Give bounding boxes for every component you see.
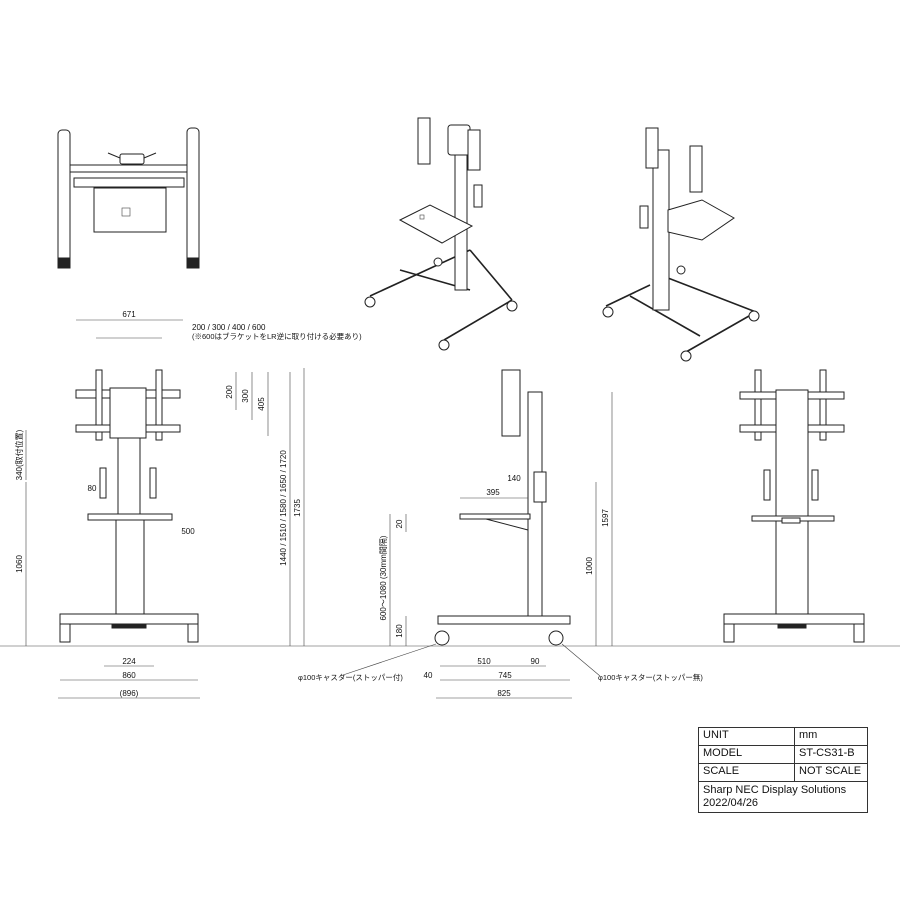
dim-300: 300 [241,389,250,403]
dim-671: 671 [122,310,136,319]
caster-without-stopper-label: φ100キャスター(ストッパー無) [598,672,703,682]
caster-with-stopper-label: φ100キャスター(ストッパー付) [298,672,403,682]
dim-hole-note: (※600はブラケットをLR逆に取り付ける必要あり) [192,331,362,341]
dim-896: (896) [120,689,139,698]
model-value: ST-CS31-B [799,747,855,759]
title-footer: Sharp NEC Display Solutions 2022/04/26 [699,782,867,812]
dim-200: 200 [225,385,234,399]
dim-40: 40 [424,671,433,680]
dim-1735: 1735 [293,499,302,517]
dim-1000: 1000 [585,557,594,575]
dim-745: 745 [498,671,512,680]
dim-340: 340(取付位置) [14,429,24,480]
dim-1597: 1597 [601,509,610,527]
dim-825: 825 [497,689,511,698]
scale-label: SCALE [699,764,795,781]
rear-view [723,369,865,643]
dim-510: 510 [477,657,491,666]
drawing-date: 2022/04/26 [703,797,759,809]
company-name: Sharp NEC Display Solutions [703,784,847,796]
perspective-view-front [364,117,518,351]
title-row-scale: SCALE NOT SCALE [699,764,867,782]
model-label: MODEL [699,746,795,763]
dim-180: 180 [395,624,404,638]
scale-value: NOT SCALE [799,765,862,777]
front-view: 671 200 / 300 / 400 / 600 (※600はブラケットをLR… [14,310,362,699]
dim-395: 395 [486,488,500,497]
dim-500: 500 [181,527,195,536]
dim-140: 140 [507,474,521,483]
dim-80: 80 [88,484,97,493]
dim-20: 20 [395,519,404,528]
unit-label: UNIT [699,728,795,745]
dim-1060: 1060 [15,555,24,573]
dim-224: 224 [122,657,136,666]
top-view [57,127,200,269]
dim-405: 405 [257,397,266,411]
title-block: UNIT mm MODEL ST-CS31-B SCALE NOT SCALE … [698,727,868,813]
dim-90: 90 [531,657,540,666]
dim-860: 860 [122,671,136,680]
title-row-model: MODEL ST-CS31-B [699,746,867,764]
dim-display-heights: 1440 / 1510 / 1580 / 1650 / 1720 [279,450,288,566]
perspective-view-rear [602,127,760,362]
unit-value: mm [799,729,818,741]
dim-hole-spacing: 200 / 300 / 400 / 600 [192,323,266,332]
dim-shelf-range: 600～1080 (30mm間隔) [379,535,388,620]
title-row-unit: UNIT mm [699,728,867,746]
side-view: 140 395 20 600～1080 (30mm間隔) 180 1000 15… [298,369,703,699]
